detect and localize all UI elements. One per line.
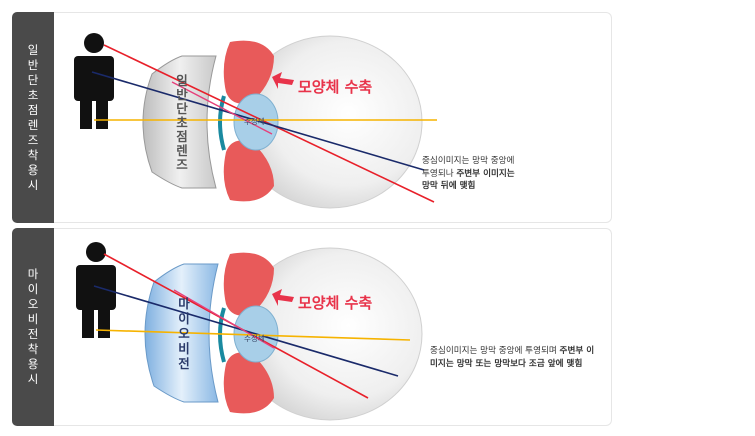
lens-label-char: 오	[178, 326, 190, 341]
muscle-label: 모양체 수축	[298, 78, 373, 96]
lens-label-char: 초	[176, 115, 188, 130]
panel-myovision: 마이오비전착용시	[12, 228, 612, 426]
lens-label-char: 마	[178, 296, 190, 311]
diagram-frame	[54, 12, 612, 223]
panel-tab: 일반단초점렌즈착용시	[12, 12, 54, 223]
arrow-icon	[272, 289, 294, 306]
panel-tab-label: 마이오비전착용시	[27, 267, 39, 386]
ray-pink	[171, 81, 273, 135]
lens-label-char: 즈	[176, 157, 188, 172]
crystalline-lens-label: 수정체	[244, 334, 265, 343]
lens-label-char: 이	[178, 311, 190, 326]
diagram-myovision	[76, 242, 423, 421]
lens-label-char: 비	[178, 341, 190, 356]
lens-label-char: 반	[176, 87, 188, 102]
ray-orange	[95, 329, 411, 341]
person-icon	[74, 33, 114, 129]
note-text: 중심이미지는 망막 중앙에 투영되나 주변부 이미지는 망막 뒤에 맺힘	[422, 156, 515, 191]
lens-label-char: 일	[176, 73, 188, 88]
panel-single-vision: 일반단초점렌즈착용시	[12, 12, 612, 223]
ray-navy	[91, 71, 425, 171]
note-text: 중심이미지는 망막 중앙에 투영되며 주변부 이 미지는 망막 또는 망막보다 …	[430, 346, 595, 369]
ray-pink	[173, 289, 275, 349]
panel-tab-label: 일반단초점렌즈착용시	[27, 42, 39, 192]
panel-tab: 마이오비전착용시	[12, 228, 54, 426]
diagram-single-vision	[74, 33, 437, 209]
muscle-label: 모양체 수축	[298, 294, 373, 312]
eye-icon	[218, 247, 423, 421]
diagram-frame	[54, 228, 612, 426]
arrow-icon	[272, 72, 294, 89]
crystalline-lens-label: 수정체	[244, 117, 265, 126]
lens-label-char: 전	[178, 356, 190, 371]
lens-label-char: 렌	[176, 143, 188, 158]
lens-label-char: 단	[176, 101, 188, 116]
lens-label-char: 점	[176, 129, 188, 144]
